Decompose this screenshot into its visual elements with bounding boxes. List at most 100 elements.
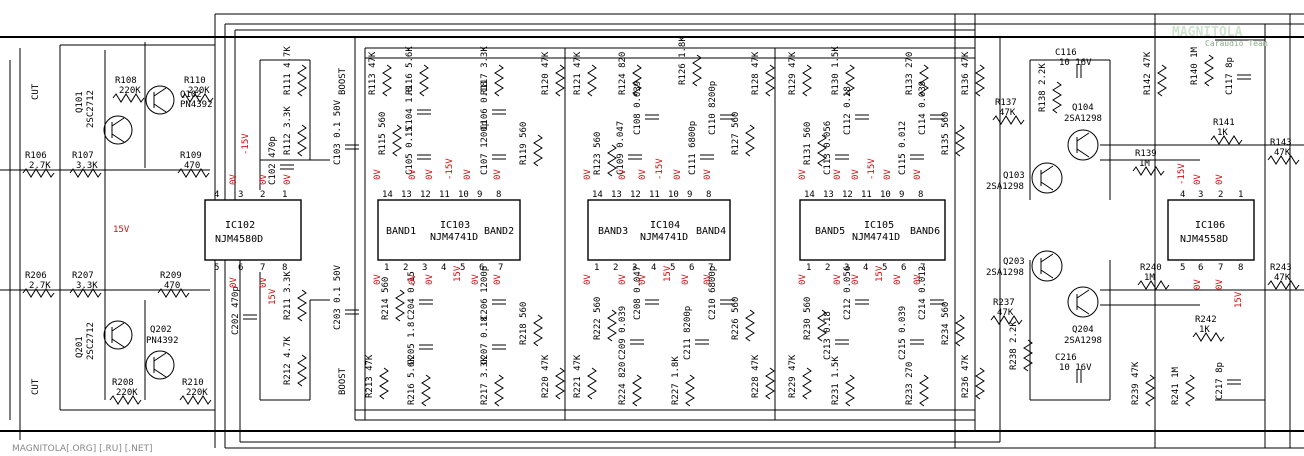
input-stage (103, 85, 175, 380)
ic103-pin-9: 9 (477, 190, 482, 200)
r220-label: R220 47K (541, 354, 551, 398)
gnd-0v-label-30: 0V (798, 274, 808, 285)
r206-symbol (22, 288, 55, 298)
r117-label: R117 3.3K (480, 46, 490, 95)
r141-symbol (1210, 135, 1243, 145)
r239-symbol (1145, 374, 1155, 407)
r123-symbol (607, 144, 617, 177)
q102-part: PN4392 (180, 100, 213, 110)
c104-label: C104 1.8 (405, 87, 415, 130)
ic102-pin-7: 7 (260, 263, 265, 273)
output-stage (1031, 129, 1099, 318)
r135-symbol (955, 124, 965, 157)
ic105-pin-14: 14 (804, 190, 815, 200)
c208-label: C208 0.047 (633, 266, 643, 320)
gnd-0v-label-37: 0V (1193, 279, 1203, 290)
ic106-ref: IC106 (1195, 220, 1225, 231)
ic102-pin-4: 4 (214, 190, 219, 200)
c116-ref: C116 (1055, 48, 1077, 58)
r228-symbol (765, 367, 775, 400)
gnd-0v-label-20: 0V (583, 274, 593, 285)
ic104-pin-9: 9 (687, 190, 692, 200)
r231-label: R231 1.5K (831, 356, 841, 405)
gnd-0v-label-27: 0V (851, 169, 861, 180)
r224-symbol (632, 374, 642, 407)
c117-label: C117 8p (1225, 57, 1235, 95)
r130-label: R130 1.5K (831, 46, 841, 95)
r211-symbol (297, 289, 307, 322)
r213-label: R213 47K (365, 354, 375, 398)
r243-value: 47K (1274, 273, 1291, 283)
r209-symbol (157, 288, 190, 298)
ic104-pin-6: 6 (689, 263, 694, 273)
r143-symbol (1267, 155, 1300, 165)
c113-label: C113 0.056 (823, 121, 833, 175)
ic105-pin-3: 3 (844, 263, 849, 273)
r242-symbol (1192, 332, 1225, 342)
r238-label: R238 2.2K (1009, 321, 1019, 370)
r139-value: 1M (1139, 159, 1150, 169)
gnd-0v-label-21: 0V (618, 274, 628, 285)
gnd-0v-label-19: 0V (703, 169, 713, 180)
r243-symbol (1267, 280, 1300, 290)
rail-15v-ic106: 15V (1234, 291, 1244, 308)
ic105-band-left: BAND5 (815, 226, 845, 237)
ic104-pin-3: 3 (632, 263, 637, 273)
r121-symbol (587, 64, 597, 97)
r234-symbol (955, 314, 965, 347)
c209-label: C209 0.039 (618, 306, 628, 360)
r143-value: 47K (1274, 148, 1291, 158)
c112-label: C112 0.18 (843, 86, 853, 135)
ic103-pin-5: 5 (460, 263, 465, 273)
r209-ref: R209 (160, 271, 182, 281)
ic105-pin-12: 12 (842, 190, 853, 200)
c215-label: C215 0.039 (898, 306, 908, 360)
ic104-pin-7: 7 (708, 263, 713, 273)
r113-label: R113 47K (368, 51, 378, 95)
q201-part: 2SC2712 (86, 322, 96, 360)
r121-label: R121 47K (573, 51, 583, 95)
r229-symbol (802, 367, 812, 400)
ic102-pin-2: 2 (260, 190, 265, 200)
ic102-pin-6: 6 (238, 263, 243, 273)
c114-label: C114 0.039 (918, 81, 928, 135)
transistor-labels: Q101 2SC2712 Q102 PN4392 Q201 2SC2712 Q2… (75, 90, 1102, 360)
r243-ref: R243 (1270, 263, 1292, 273)
r218-symbol (533, 314, 543, 347)
gnd-0v-label-9: 0V (493, 169, 503, 180)
ic102-pin-8: 8 (282, 263, 287, 273)
ic103-band-left: BAND1 (386, 226, 416, 237)
rail-15v-ic105: 15V (875, 265, 885, 282)
c109-label: C109 0.047 (616, 121, 626, 175)
r234-label: R234 560 (941, 302, 951, 345)
r116-label: R116 5.6K (405, 46, 415, 95)
rail-neg15v-ic106: -15V (1177, 163, 1187, 185)
r110-value: 220K (188, 86, 210, 96)
c110-label: C110 8200p (708, 81, 718, 135)
rail-neg15v-ic104: -15V (655, 158, 665, 180)
r106-ref: R106 (25, 151, 47, 161)
r240-symbol (1137, 280, 1170, 290)
r138-symbol (1052, 81, 1062, 114)
ic106-pin-5: 5 (1180, 263, 1185, 273)
ic104-pin-14: 14 (592, 190, 603, 200)
q203-ref: Q203 (1003, 257, 1025, 267)
c107-label: C107 1200p (480, 121, 490, 175)
r212-label: R212 4.7K (283, 336, 293, 385)
ic104-ref: IC104 (650, 220, 680, 231)
r210-ref: R210 (182, 378, 204, 388)
ic104-pin-5: 5 (670, 263, 675, 273)
c203-label: C203 0.1 50V (333, 264, 343, 330)
gnd-0v-label-28: 0V (883, 169, 893, 180)
r213-symbol (379, 367, 389, 400)
q204-symbol (1067, 286, 1099, 318)
r128-label: R128 47K (751, 51, 761, 95)
gnd-0v-label-3: 0V (229, 277, 239, 288)
ic103-pin-2: 2 (403, 263, 408, 273)
cut-boost-labels: CUT CUT BOOST BOOST (31, 67, 348, 395)
ic103-block: BAND1 BAND2 IC103 NJM4741D (377, 199, 521, 261)
gnd-0v-label-38: 0V (1215, 279, 1225, 290)
c105-label: C105 0.15 (405, 126, 415, 175)
ic103-pin-12: 12 (420, 190, 431, 200)
r242-value: 1K (1199, 325, 1210, 335)
